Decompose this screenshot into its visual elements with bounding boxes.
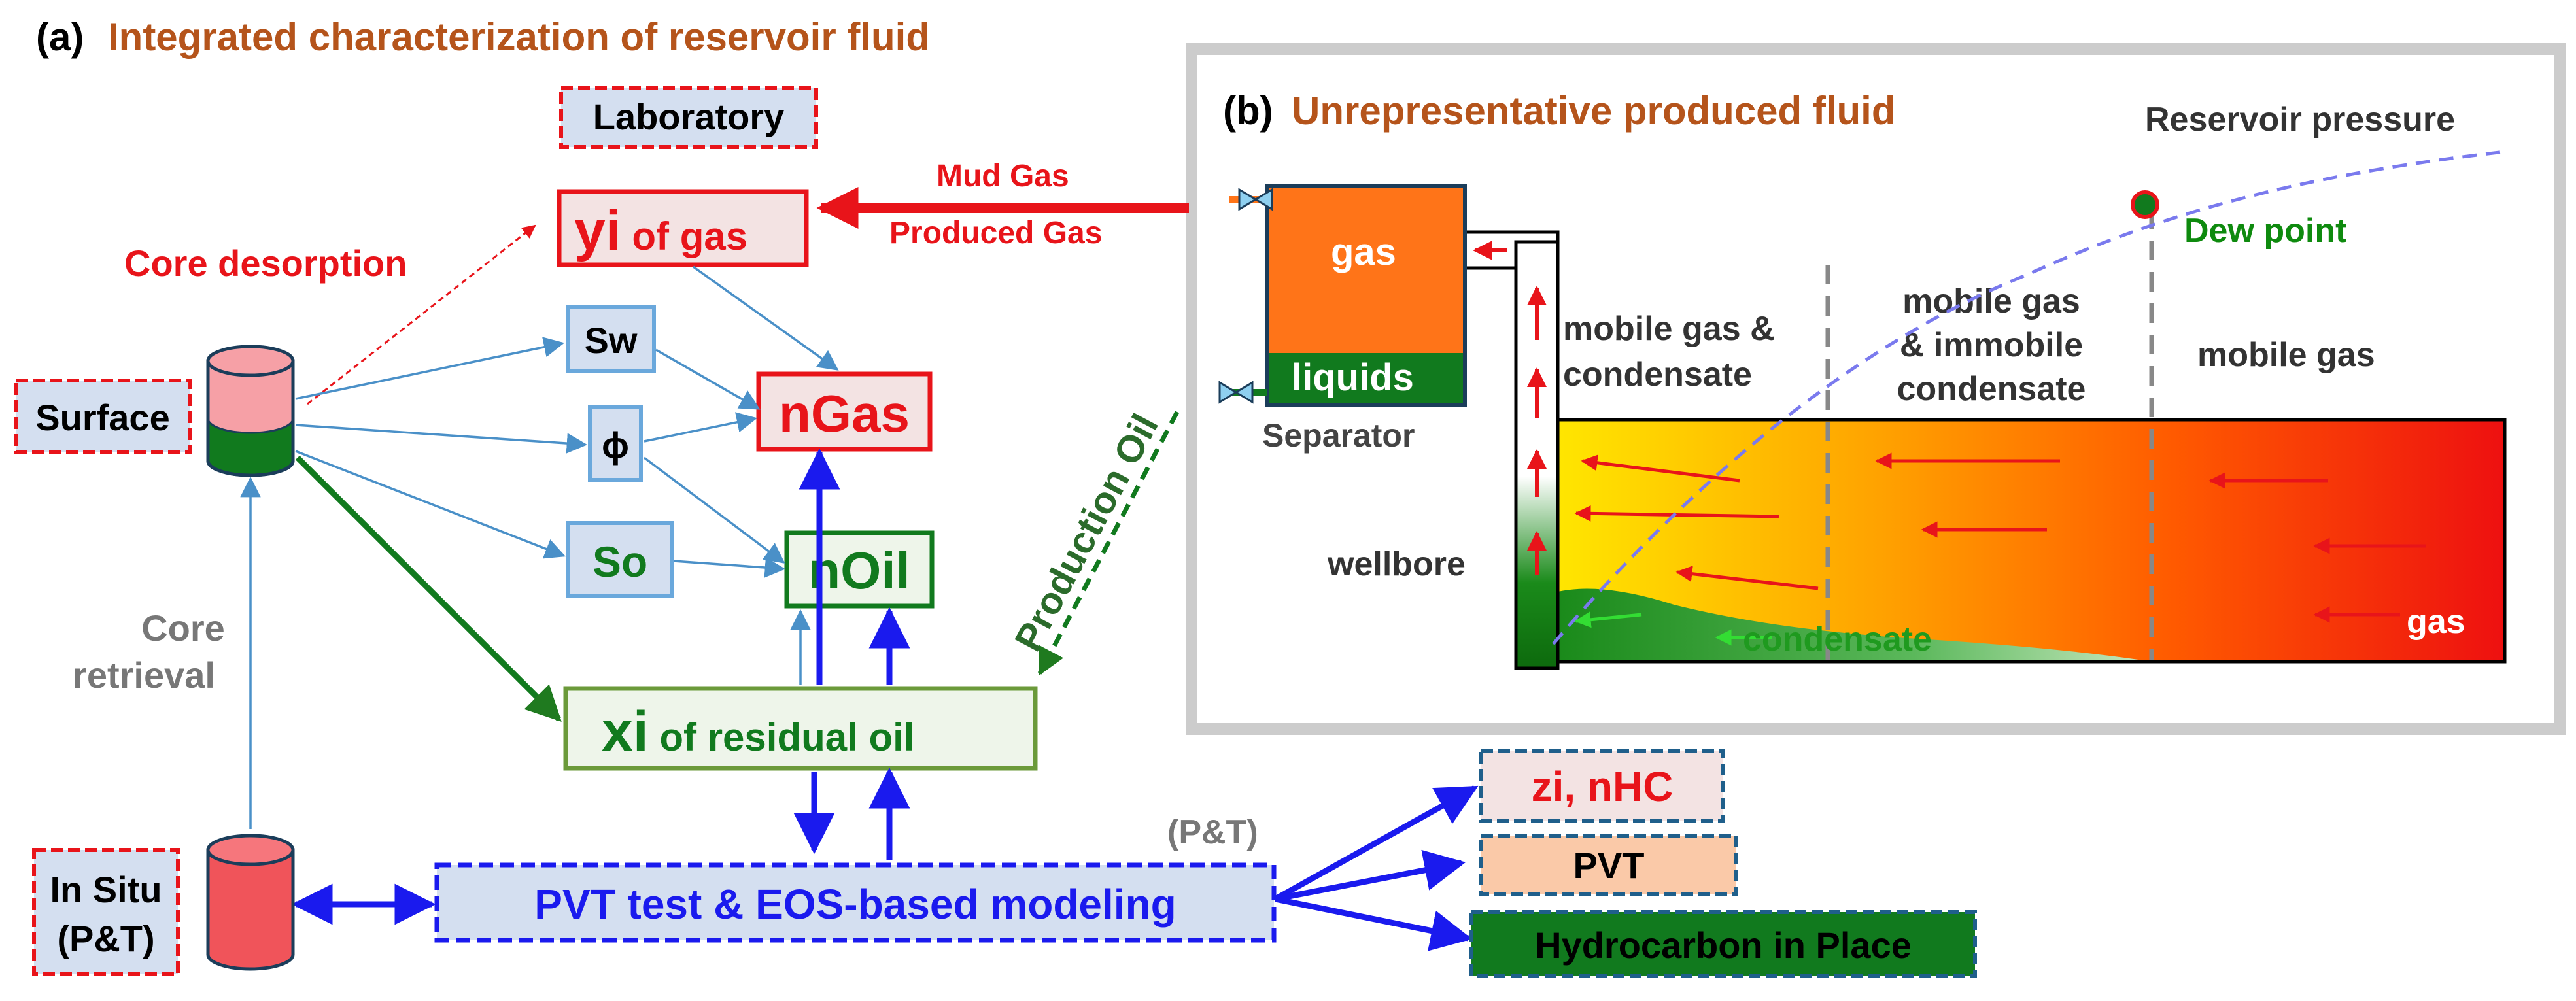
yi-of-gas-label: yi of gas	[574, 199, 747, 262]
pvt-label: PVT	[1573, 845, 1645, 886]
in-situ-box	[32, 848, 180, 976]
panel-a-prefix: (a)	[36, 15, 84, 59]
condensate-flow-arrows	[1574, 611, 1772, 646]
laboratory-label: Laboratory	[593, 96, 785, 137]
phi-label: ϕ	[602, 424, 629, 466]
condensate-layer	[1558, 588, 2152, 662]
core-retrieval-line2: retrieval	[73, 654, 215, 696]
panel-a-title: Integrated characterization of reservoir…	[108, 15, 930, 59]
reservoir-pressure-label: Reservoir pressure	[2145, 101, 2455, 139]
reservoir-pressure-curve	[1552, 150, 2505, 645]
so-box	[566, 521, 674, 598]
production-oil-arrow	[1037, 411, 1180, 676]
sw-box	[566, 305, 656, 373]
zone2-line1: mobile gas	[1902, 282, 2080, 320]
surface-core-cylinder-icon	[206, 345, 295, 477]
in-situ-line1: In Situ	[50, 869, 162, 910]
in-situ-line2: (P&T)	[57, 918, 154, 959]
pt-label: (P&T)	[1167, 813, 1258, 851]
separator-vessel	[1265, 184, 1467, 407]
zone2-line3: condensate	[1897, 370, 2086, 408]
phi-box	[588, 405, 643, 482]
hydrocarbon-in-place-label: Hydrocarbon in Place	[1535, 925, 1912, 966]
so-label: So	[592, 537, 647, 586]
separator-label: Separator	[1262, 417, 1415, 454]
dew-point-label: Dew point	[2184, 212, 2346, 250]
pvt-flow-arrows	[291, 448, 1479, 951]
pvt-modeling-box	[434, 862, 1277, 943]
condensate-label: condensate	[1743, 620, 1932, 658]
panel-b-prefix: (b)	[1223, 89, 1273, 133]
gas-flow-arrows	[1574, 452, 2426, 623]
zone1-line2: condensate	[1563, 356, 1752, 394]
separator-gas-label: gas	[1331, 231, 1396, 273]
zone3-label: mobile gas	[2197, 336, 2375, 374]
zone1-line1: mobile gas &	[1563, 310, 1775, 348]
in-situ-core-cylinder-icon	[206, 834, 295, 971]
pvt-modeling-label: PVT test & EOS-based modeling	[534, 881, 1176, 928]
hydrocarbon-in-place-box	[1469, 910, 1977, 978]
valve-icon	[1218, 381, 1254, 404]
separator-liquids	[1267, 353, 1465, 405]
separator-gas	[1267, 186, 1465, 353]
panel-b: (b) Unrepresentative produced fluid Rese…	[1186, 43, 2566, 735]
surface-label: Surface	[35, 397, 169, 438]
panel-b-title: Unrepresentative produced fluid	[1292, 89, 1896, 133]
property-connectors	[240, 265, 839, 829]
surface-box	[14, 379, 192, 454]
wellbore-label: wellbore	[1327, 545, 1466, 583]
separator-liquids-label: liquids	[1292, 356, 1414, 399]
ngas-box	[756, 371, 933, 452]
noil-label: nOil	[808, 541, 910, 600]
ngas-label: nGas	[779, 384, 910, 443]
core-desorption-label: Core desorption	[124, 243, 407, 284]
zi-nhc-label: zi, nHC	[1532, 763, 1674, 810]
produced-gas-label: Produced Gas	[889, 216, 1102, 250]
production-oil-label: Production Oil	[1006, 407, 1167, 658]
xi-residual-oil-box	[563, 686, 1038, 771]
pvt-box	[1479, 834, 1738, 896]
panel-a: (a) Integrated characterization of reser…	[14, 15, 1977, 978]
dew-point-marker	[2131, 190, 2159, 219]
zi-nhc-box	[1479, 749, 1725, 823]
yi-of-gas-box	[557, 189, 809, 267]
zone2-line2: & immobile	[1900, 326, 2083, 364]
mud-gas-label: Mud Gas	[936, 159, 1069, 194]
core-desorption-arrow	[307, 224, 536, 405]
noil-box	[784, 530, 935, 609]
gas-label: gas	[2407, 603, 2465, 641]
sw-label: Sw	[585, 320, 638, 361]
valve-icon	[1238, 188, 1273, 211]
laboratory-box	[559, 86, 818, 149]
core-retrieval-line1: Core	[141, 607, 225, 649]
surface-to-xi-arrow	[295, 455, 562, 722]
xi-residual-oil-label: xi of residual oil	[602, 700, 914, 763]
